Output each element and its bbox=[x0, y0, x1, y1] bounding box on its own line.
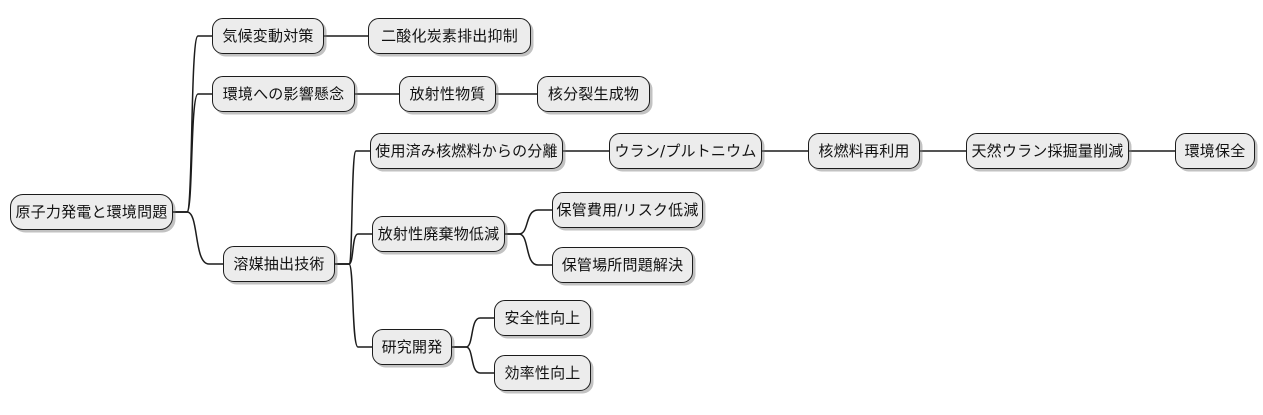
mindmap-edge-waste-to-cost bbox=[505, 209, 552, 235]
mindmap-node-fission[interactable]: 核分裂生成物 bbox=[537, 76, 650, 112]
mindmap-node-rnd[interactable]: 研究開発 bbox=[372, 329, 452, 365]
mindmap-node-cost[interactable]: 保管費用/リスク低減 bbox=[552, 192, 703, 228]
mindmap-edge-root-to-solvent bbox=[173, 211, 223, 265]
mindmap-edge-rnd-to-safety bbox=[452, 317, 494, 348]
mindmap-node-climate[interactable]: 気候変動対策 bbox=[212, 18, 324, 54]
mindmap-node-waste[interactable]: 放射性廃棄物低減 bbox=[372, 216, 505, 252]
mindmap-node-co2[interactable]: 二酸化炭素排出抑制 bbox=[368, 18, 531, 54]
mindmap-node-label: 効率性向上 bbox=[504, 363, 581, 382]
mindmap-node-label: 使用済み核燃料からの分離 bbox=[375, 141, 558, 160]
mindmap-node-label: 安全性向上 bbox=[504, 308, 581, 327]
mindmap-node-label: 天然ウラン採掘量削減 bbox=[971, 141, 1124, 160]
mindmap-node-storage[interactable]: 保管場所問題解決 bbox=[552, 247, 693, 283]
mindmap-node-solvent[interactable]: 溶媒抽出技術 bbox=[223, 246, 335, 282]
mindmap-edge-solvent-to-rnd bbox=[335, 263, 372, 348]
mindmap-edge-waste-to-storage bbox=[505, 233, 552, 266]
mindmap-edge-root-to-climate bbox=[173, 35, 212, 213]
mindmap-edge-solvent-to-waste bbox=[335, 233, 372, 265]
mindmap-node-reuse[interactable]: 核燃料再利用 bbox=[808, 133, 920, 169]
mindmap-node-mining[interactable]: 天然ウラン採掘量削減 bbox=[966, 133, 1129, 169]
mindmap-node-label: 放射性廃棄物低減 bbox=[377, 224, 500, 243]
mindmap-node-radioactive[interactable]: 放射性物質 bbox=[399, 76, 496, 112]
mindmap-node-label: 気候変動対策 bbox=[222, 26, 314, 45]
mindmap-node-envimpact[interactable]: 環境への影響懸念 bbox=[212, 76, 355, 112]
mindmap-node-separation[interactable]: 使用済み核燃料からの分離 bbox=[370, 133, 563, 169]
mindmap-node-label: 研究開発 bbox=[381, 337, 443, 356]
mindmap-node-label: 環境保全 bbox=[1184, 141, 1246, 160]
mindmap-node-root[interactable]: 原子力発電と環境問題 bbox=[10, 194, 173, 230]
mindmap-node-label: 保管費用/リスク低減 bbox=[556, 200, 699, 219]
mindmap-node-efficiency[interactable]: 効率性向上 bbox=[494, 355, 591, 391]
mindmap-node-label: 環境への影響懸念 bbox=[222, 84, 345, 103]
mindmap-node-label: 放射性物質 bbox=[409, 84, 486, 103]
mindmap-node-uranium[interactable]: ウラン/プルトニウム bbox=[609, 133, 762, 169]
mindmap-node-label: 核燃料再利用 bbox=[818, 141, 910, 160]
mindmap-node-label: 二酸化炭素排出抑制 bbox=[381, 26, 518, 45]
mindmap-node-label: 保管場所問題解決 bbox=[561, 255, 684, 274]
mindmap-node-label: 原子力発電と環境問題 bbox=[15, 202, 168, 221]
mindmap-node-preserve[interactable]: 環境保全 bbox=[1175, 133, 1255, 169]
mindmap-edge-root-to-envimpact bbox=[173, 93, 212, 213]
mindmap-edge-solvent-to-separation bbox=[335, 150, 370, 265]
mindmap-node-label: 核分裂生成物 bbox=[547, 84, 640, 103]
mindmap-node-label: 溶媒抽出技術 bbox=[233, 254, 325, 273]
mindmap-node-label: ウラン/プルトニウム bbox=[614, 141, 757, 160]
mindmap-node-safety[interactable]: 安全性向上 bbox=[494, 300, 591, 336]
mindmap-edge-rnd-to-efficiency bbox=[452, 346, 494, 374]
